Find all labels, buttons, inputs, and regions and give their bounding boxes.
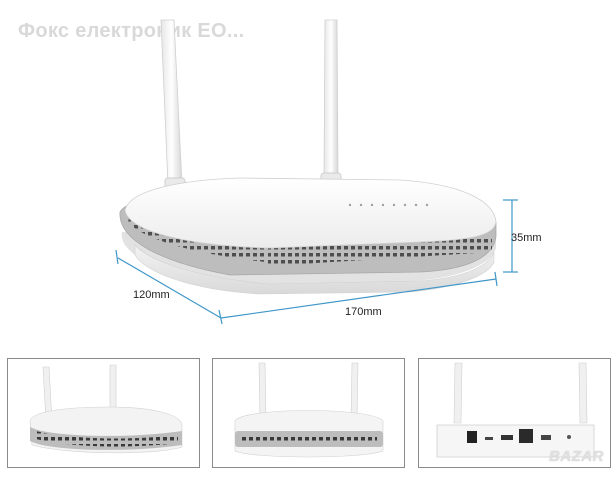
hero-product-image: 35mm 120mm 170mm bbox=[115, 19, 542, 325]
dimension-height-line bbox=[503, 199, 518, 273]
thumbnail-rear-ports-image bbox=[436, 362, 595, 458]
nvr-device-illustration bbox=[115, 19, 518, 325]
thumbnail-front-image bbox=[29, 364, 183, 454]
thumbnail-rear-ports-view[interactable]: BAZAR bbox=[418, 358, 611, 468]
dimension-depth-line bbox=[115, 249, 223, 325]
dimension-depth-label: 120mm bbox=[133, 289, 170, 301]
rear-ports bbox=[467, 429, 571, 443]
store-watermark: Фокс електроник ЕО... bbox=[18, 20, 245, 42]
thumbnail-top-front-image bbox=[234, 362, 384, 458]
dimension-width-line bbox=[220, 271, 498, 319]
thumbnail-top-front-view[interactable] bbox=[212, 358, 405, 468]
antenna-left bbox=[160, 19, 186, 195]
brand-watermark: BAZAR bbox=[549, 448, 604, 465]
antenna-right bbox=[320, 19, 342, 190]
dimension-height-label: 35mm bbox=[511, 232, 542, 244]
dimension-width-label: 170mm bbox=[345, 306, 382, 318]
status-leds bbox=[348, 203, 429, 207]
thumbnail-front-view[interactable] bbox=[7, 358, 200, 468]
